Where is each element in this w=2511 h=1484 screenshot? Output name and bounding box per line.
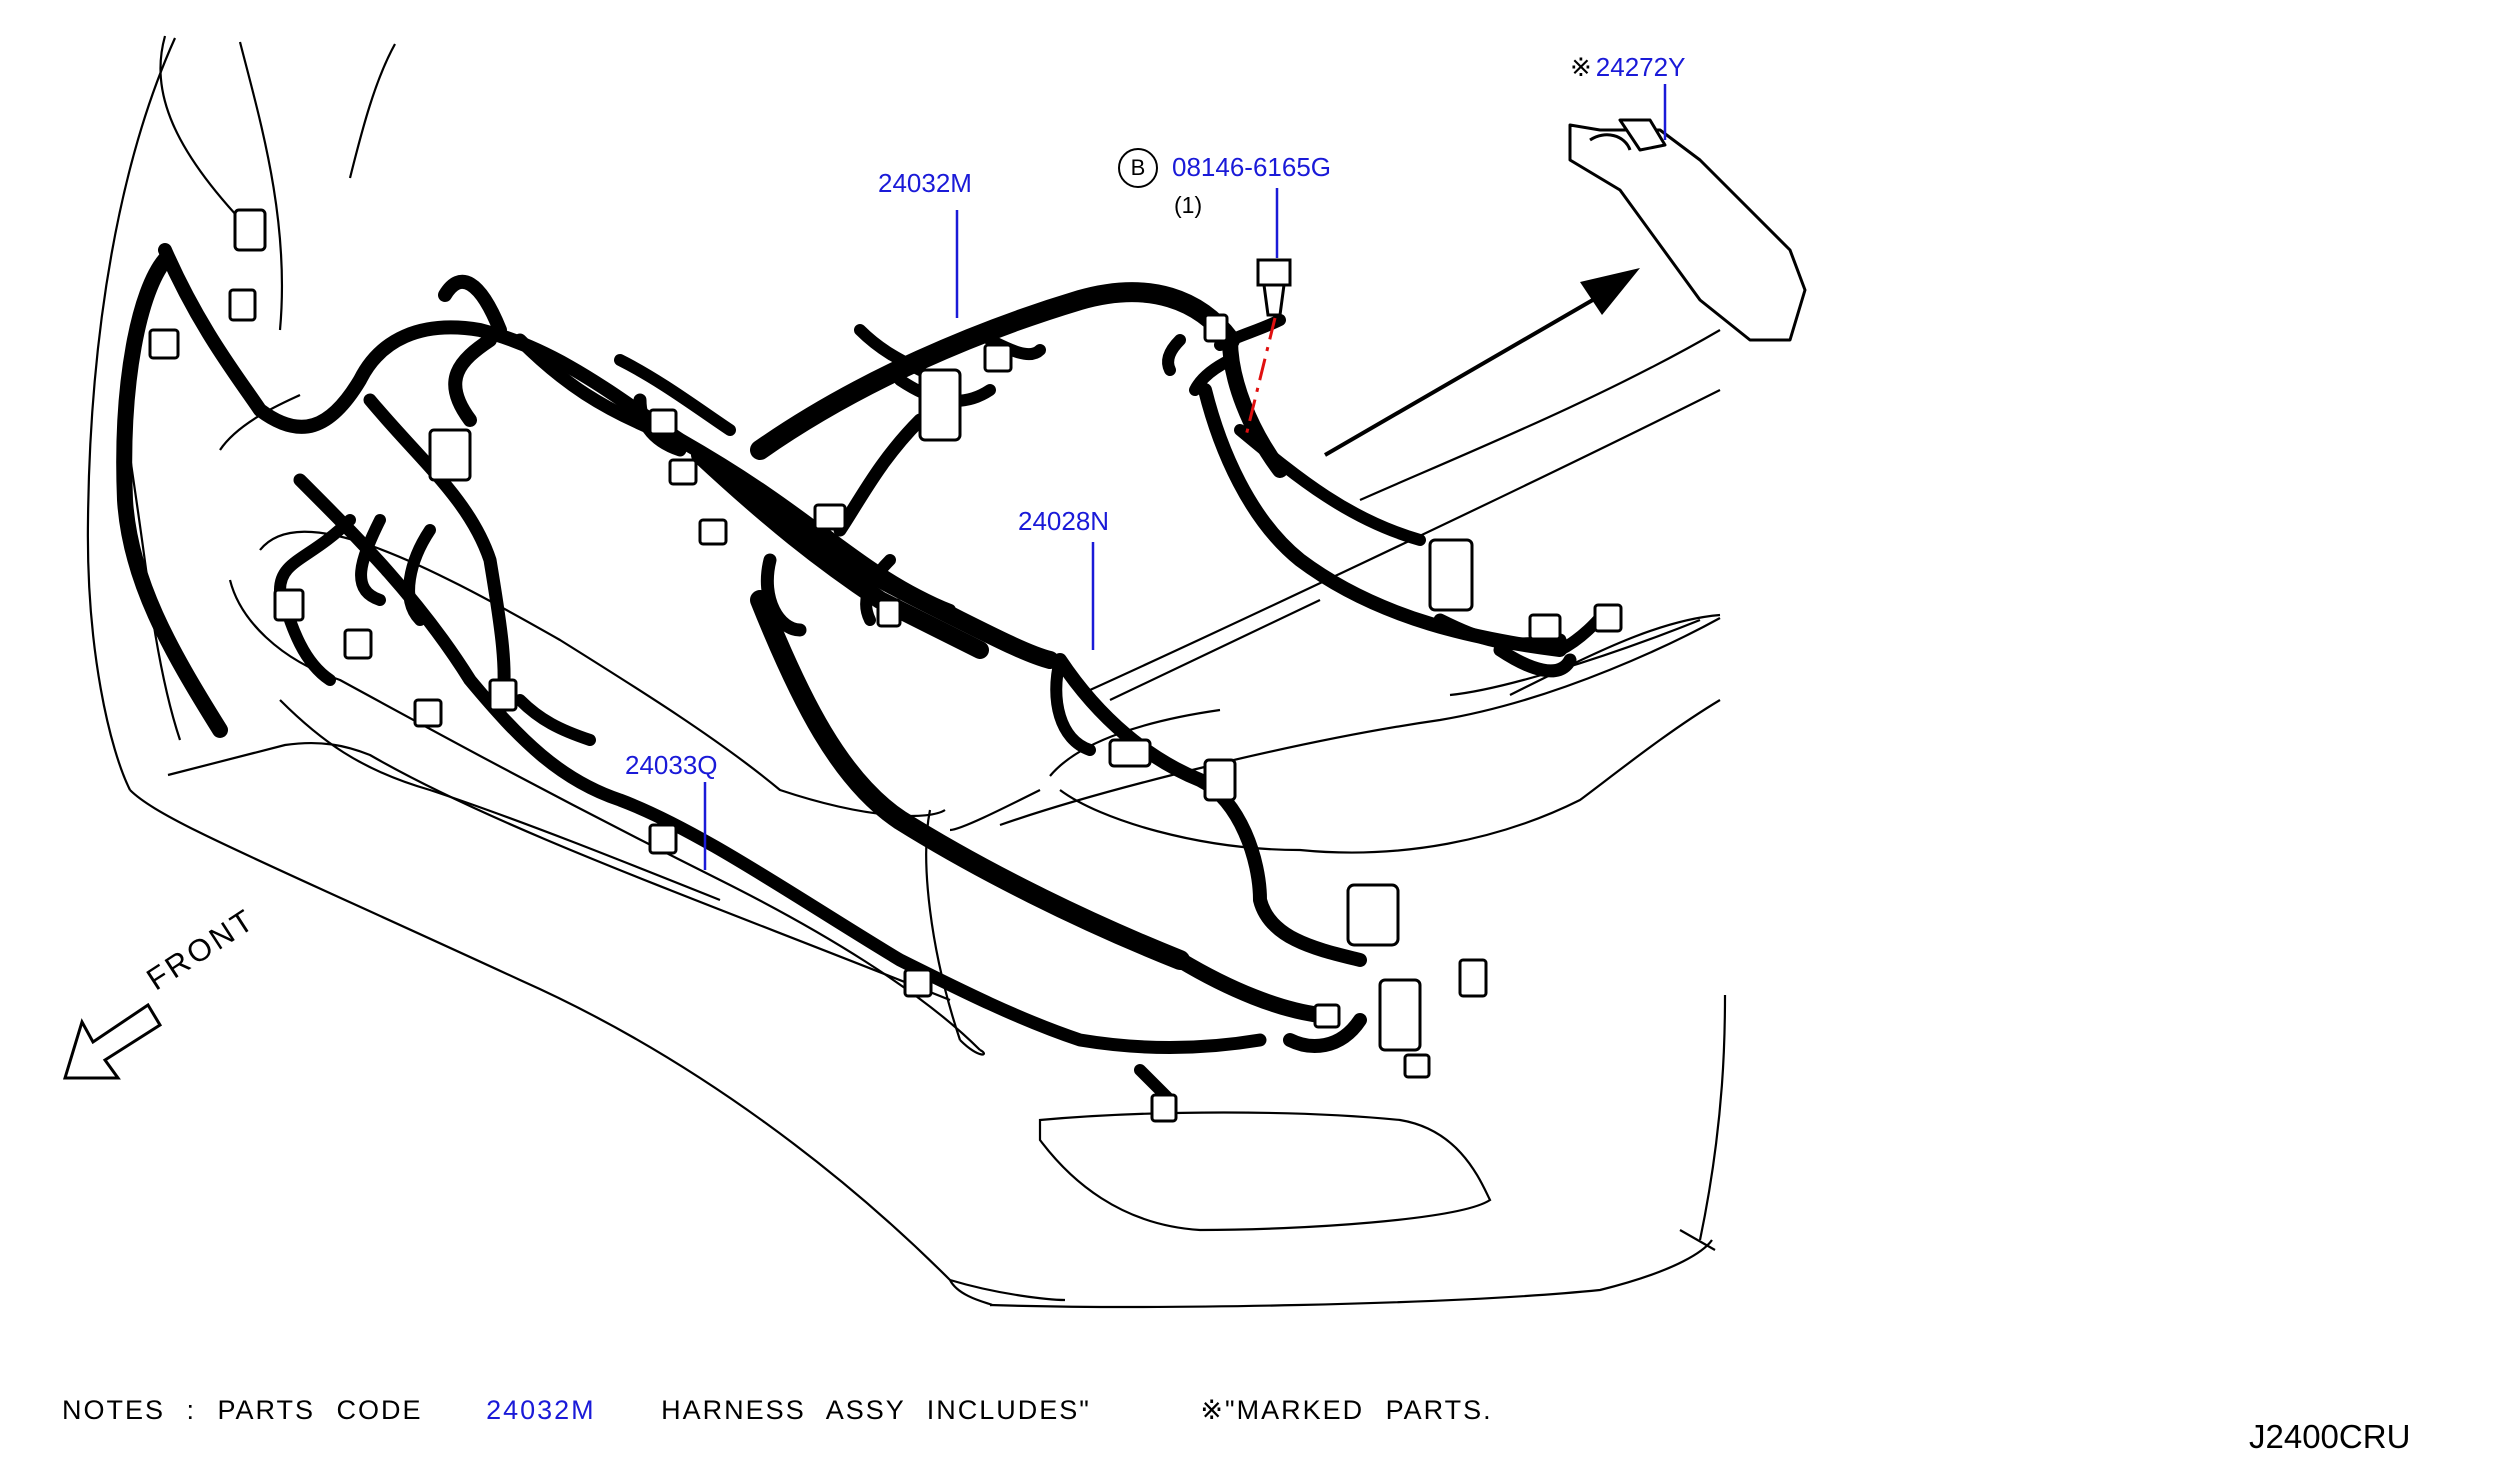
connector [1346, 883, 1400, 947]
bumper-harness-part-number[interactable]: 24033Q [625, 750, 718, 780]
bracket-icon [1568, 118, 1807, 342]
connector [343, 628, 373, 660]
notes-line: NOTES : PARTS CODE 24032M HARNESS ASSY I… [62, 1395, 1493, 1426]
engine-room-harness-part-number[interactable]: 24028N [1018, 506, 1110, 536]
bolt-icon [1256, 258, 1292, 317]
notes-suffix: "MARKED PARTS. [1225, 1395, 1493, 1425]
connector [903, 968, 933, 998]
connector [983, 343, 1013, 373]
connector [668, 458, 698, 486]
connector [1528, 613, 1562, 641]
main-harness-part-number[interactable]: 24032M [878, 168, 972, 198]
connector [488, 678, 518, 712]
bolt-quantity: (1) [1174, 192, 1203, 218]
connector [1593, 603, 1623, 633]
bracket-callout: ※24272Y [1570, 52, 1685, 83]
harness-wires [116, 243, 1611, 1106]
connectors [148, 208, 1623, 1123]
connector [1203, 758, 1237, 802]
notes-prefix: NOTES : PARTS CODE [62, 1395, 423, 1425]
front-arrow-icon [62, 1002, 163, 1080]
connector [1403, 1053, 1431, 1079]
notes-mark: ※ [1200, 1395, 1226, 1425]
connector [1313, 1003, 1341, 1029]
notes-middle: HARNESS ASSY INCLUDES" [661, 1395, 1091, 1425]
leader-lines [703, 84, 1667, 870]
bolt-callout-letter: B [1118, 148, 1158, 188]
connector [148, 328, 180, 360]
connector [1378, 978, 1422, 1052]
connector [648, 823, 678, 855]
marked-part-symbol: ※ [1570, 52, 1592, 82]
connector [413, 698, 443, 728]
vehicle-body-outline [86, 35, 1727, 1308]
bracket-part-number[interactable]: 24272Y [1595, 52, 1686, 82]
bolt-part-number[interactable]: 08146-6165G [1172, 152, 1332, 182]
connector [273, 588, 305, 622]
direction-arrow [1323, 268, 1640, 457]
connector [1458, 958, 1488, 998]
notes-parts-code[interactable]: 24032M [486, 1395, 596, 1425]
connector [1150, 1093, 1178, 1123]
connector [813, 503, 847, 531]
connector [1108, 738, 1152, 768]
connector [1203, 313, 1229, 343]
connector [228, 288, 257, 322]
connector [428, 428, 472, 482]
connector [648, 408, 678, 436]
connector [876, 598, 902, 628]
illustration-code: J2400CRU [2249, 1418, 2411, 1455]
connector [1428, 538, 1474, 612]
connector [698, 518, 728, 546]
connector [918, 368, 962, 442]
connector [233, 208, 267, 252]
bolt-dash-line [1243, 317, 1277, 441]
